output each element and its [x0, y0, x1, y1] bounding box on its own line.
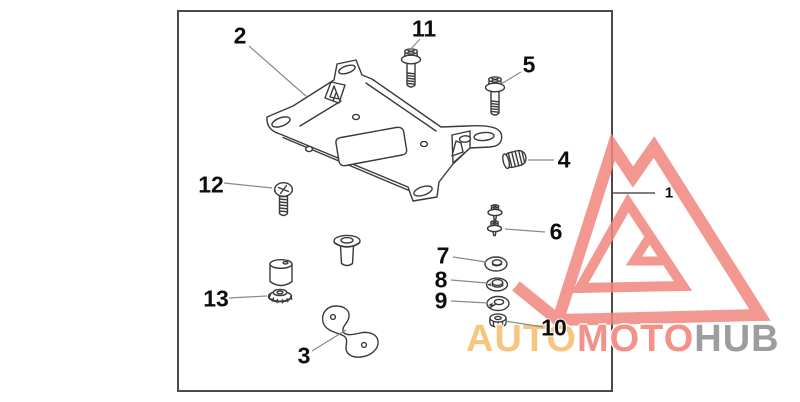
- part-4-ribbed-plug: [502, 149, 527, 170]
- part-label-5: 5: [522, 51, 536, 78]
- leader-12: [223, 182, 273, 189]
- leader-7: [452, 256, 487, 263]
- part-2-bracket-plate: [266, 59, 503, 202]
- part-8-washer: [485, 277, 509, 292]
- brand-auto: AUTO: [466, 318, 577, 360]
- part-label-8: 8: [434, 266, 448, 293]
- leader-6: [504, 228, 546, 233]
- leader-9: [450, 300, 489, 304]
- flanged-sleeve: [333, 234, 361, 267]
- part-13-flange-nut: [267, 288, 293, 304]
- part-label-11: 11: [411, 15, 437, 42]
- brand-hub: HUB: [694, 318, 780, 360]
- part-9-washer: [486, 295, 510, 312]
- part-label-6: 6: [549, 218, 563, 245]
- part-label-9: 9: [434, 287, 448, 314]
- diagram-frame: [177, 10, 613, 392]
- part-label-2: 2: [233, 22, 247, 49]
- part-label-7: 7: [436, 242, 450, 269]
- part-7-washer: [484, 256, 508, 272]
- leader-8: [450, 279, 488, 284]
- part-label-4: 4: [557, 146, 571, 173]
- part-label-12: 12: [198, 171, 224, 198]
- part-3-strap-bracket: [321, 305, 379, 358]
- spacer-cylinder: [269, 259, 293, 287]
- part-10-flange-nut: [489, 313, 507, 328]
- logo-outer-triangle: [512, 133, 771, 331]
- part-label-1: 1: [664, 184, 674, 202]
- logo-inner-triangle: [571, 193, 693, 294]
- part-12-screw: [274, 181, 294, 217]
- leader-11: [409, 38, 421, 51]
- brand-moto: MOTO: [576, 318, 695, 360]
- logo-inner-hook: [625, 233, 666, 266]
- leader-2: [248, 45, 308, 98]
- part-label-10: 10: [541, 314, 567, 341]
- leader-3: [311, 329, 347, 352]
- part-label-3: 3: [297, 342, 311, 369]
- leader-13: [228, 295, 268, 299]
- leader-10: [504, 320, 544, 328]
- watermark-brand-text: AUTOMOTOHUB: [466, 320, 780, 358]
- part-label-13: 13: [203, 285, 229, 312]
- leader-5: [500, 71, 522, 85]
